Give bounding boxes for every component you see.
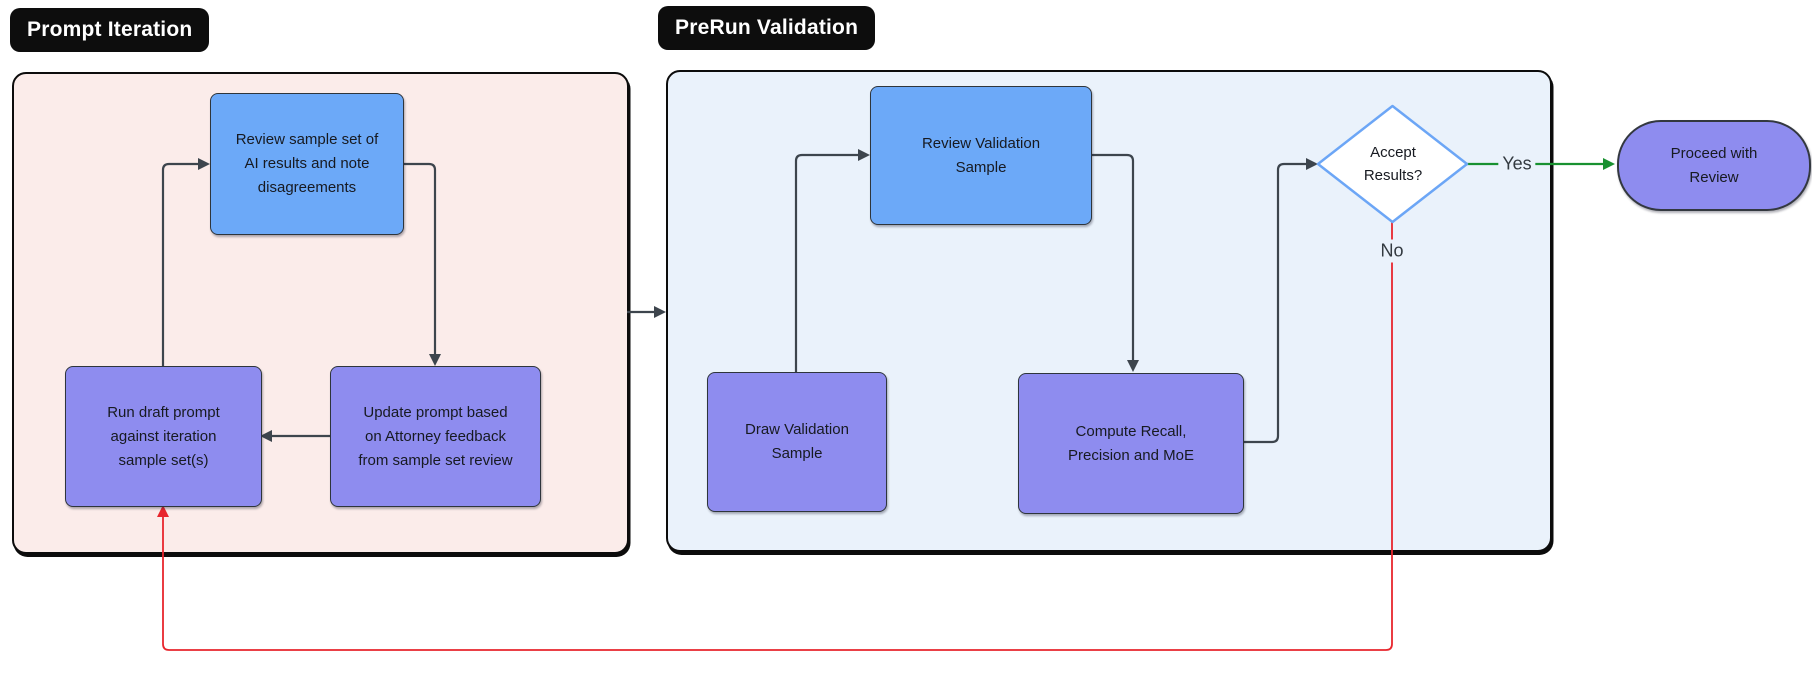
edge-label-yes: Yes xyxy=(1498,152,1536,176)
arrowhead-compute-to-decision xyxy=(1306,158,1318,170)
node-accept-results-decision: Accept Results? xyxy=(1363,144,1423,184)
edge-draw-to-review-validation xyxy=(794,153,858,372)
arrowhead-group-to-group xyxy=(654,306,666,318)
section-label-prerun-validation: PreRun Validation xyxy=(658,6,876,50)
node-run-draft-prompt: Run draft prompt against iteration sampl… xyxy=(65,366,262,507)
node-draw-validation-sample: Draw Validation Sample xyxy=(707,372,887,512)
section-label-prompt-iteration: Prompt Iteration xyxy=(10,8,210,52)
node-review-sample-set: Review sample set of AI results and note… xyxy=(210,93,404,235)
arrowhead-update-to-run xyxy=(260,430,272,442)
edge-no-loop-to-run xyxy=(162,222,1393,651)
arrowhead-yes-to-proceed xyxy=(1603,158,1615,170)
node-compute-metrics: Compute Recall, Precision and MoE xyxy=(1018,373,1244,514)
node-proceed-with-review: Proceed with Review xyxy=(1617,120,1811,211)
edge-review-sample-to-update xyxy=(402,162,437,354)
arrowhead-run-to-review-sample xyxy=(198,158,210,170)
node-review-validation-sample: Review Validation Sample xyxy=(870,86,1092,225)
decision-diamond-shape xyxy=(1316,104,1469,224)
arrowhead-no-loop-to-run xyxy=(157,505,169,517)
arrowhead-draw-to-review-validation xyxy=(858,149,870,161)
arrowhead-review-sample-to-update xyxy=(429,354,441,366)
edge-review-validation-to-compute xyxy=(1090,153,1135,360)
edge-compute-to-decision xyxy=(1242,162,1306,444)
node-update-prompt: Update prompt based on Attorney feedback… xyxy=(330,366,541,507)
edge-run-to-review-sample xyxy=(161,162,198,366)
arrowhead-review-validation-to-compute xyxy=(1127,360,1139,372)
edge-label-no: No xyxy=(1376,239,1408,263)
